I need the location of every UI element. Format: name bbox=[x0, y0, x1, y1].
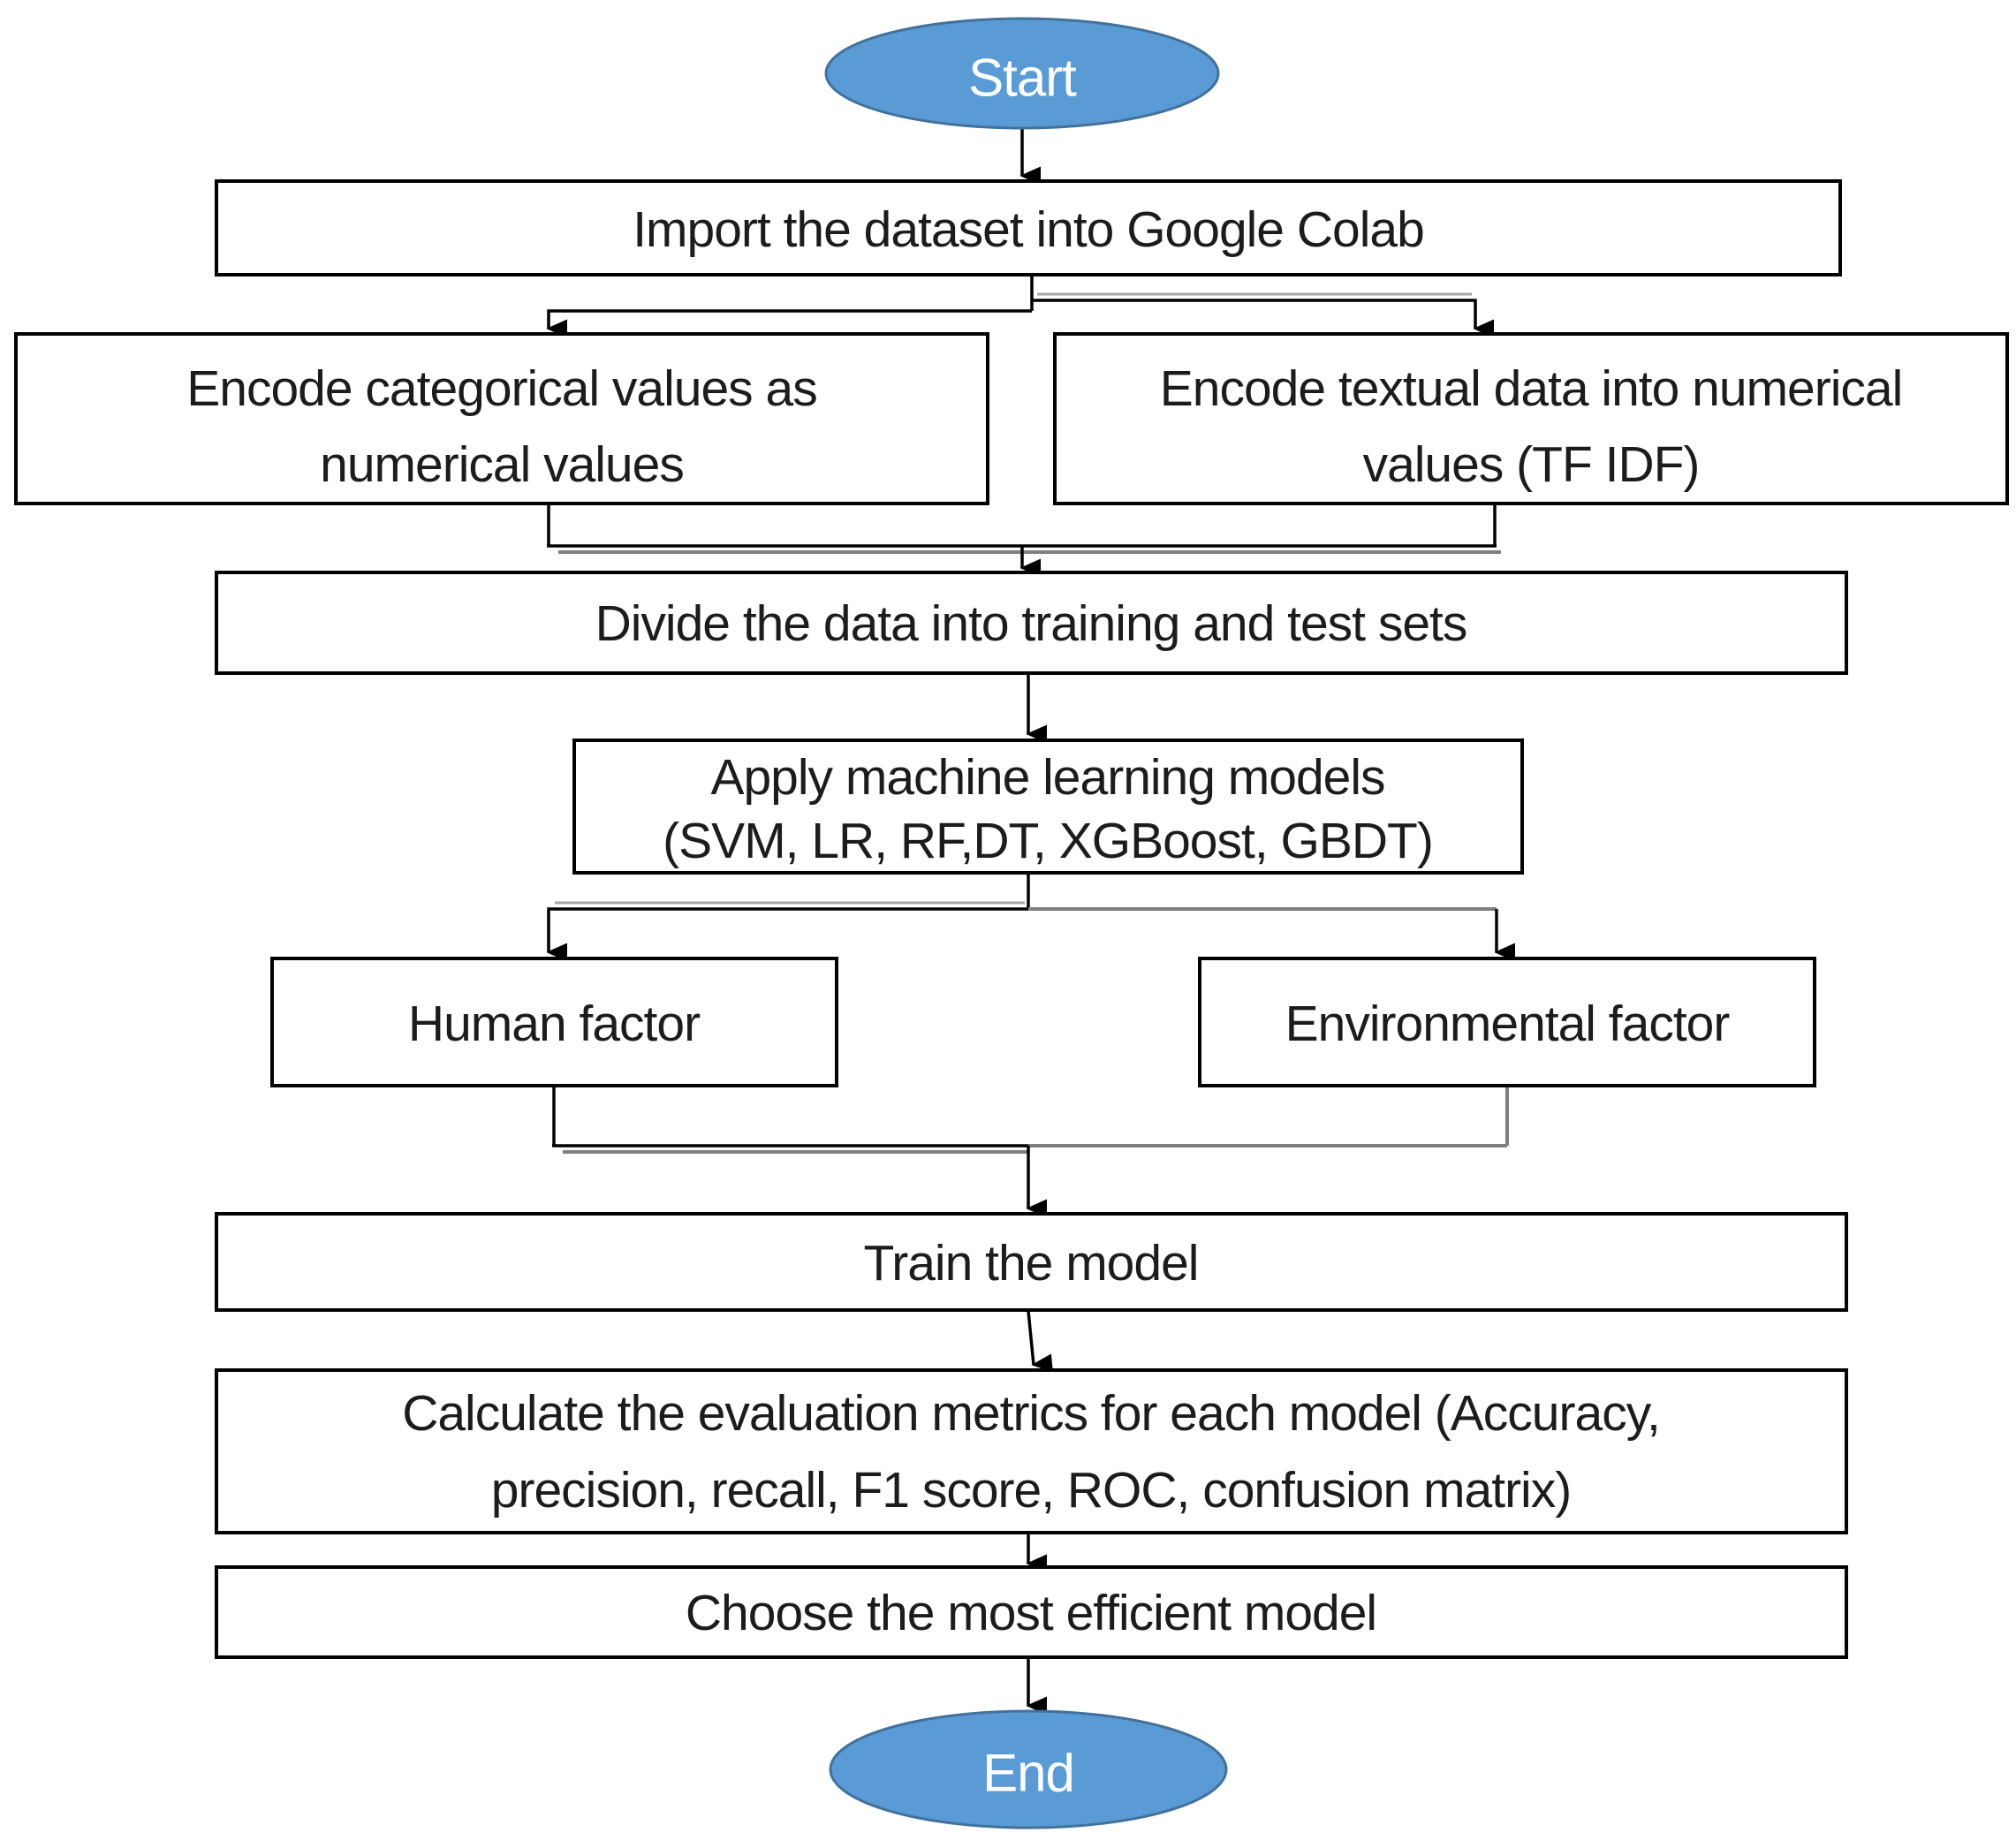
import-label: Import the dataset into Google Colab bbox=[633, 201, 1424, 258]
train-label: Train the model bbox=[864, 1235, 1199, 1291]
node-end: End bbox=[829, 1709, 1228, 1829]
apply-label-line1: Apply machine learning models bbox=[710, 749, 1384, 806]
calculate-box-shape bbox=[215, 1368, 1848, 1534]
calculate-label-line1: Calculate the evaluation metrics for eac… bbox=[402, 1385, 1660, 1442]
node-calculate-metrics: Calculate the evaluation metrics for eac… bbox=[215, 1368, 1848, 1534]
encode-textual-label-line1: Encode textual data into numerical bbox=[1160, 360, 1903, 417]
node-choose-model: Choose the most efficient model bbox=[215, 1565, 1848, 1659]
environmental-factor-box-shape bbox=[1198, 957, 1816, 1087]
import-box-shape bbox=[215, 179, 1842, 276]
node-encode-categorical: Encode categorical values as numerical v… bbox=[14, 332, 989, 505]
environmental-factor-label: Environmental factor bbox=[1285, 996, 1731, 1052]
start-label: Start bbox=[968, 49, 1077, 108]
encode-categorical-box-shape bbox=[14, 332, 989, 505]
node-import-dataset: Import the dataset into Google Colab bbox=[215, 179, 1842, 276]
encode-categorical-label-line2: numerical values bbox=[320, 436, 684, 493]
human-factor-box-shape bbox=[270, 957, 838, 1087]
calculate-label-line2: precision, recall, F1 score, ROC, confus… bbox=[491, 1462, 1571, 1519]
divide-label: Divide the data into training and test s… bbox=[595, 595, 1467, 652]
choose-label: Choose the most efficient model bbox=[686, 1585, 1376, 1641]
arrow-train-calculate bbox=[1027, 1310, 1053, 1373]
node-divide-data: Divide the data into training and test s… bbox=[215, 571, 1848, 675]
node-human-factor: Human factor bbox=[270, 957, 838, 1087]
apply-box-shape bbox=[572, 739, 1524, 875]
node-environmental-factor: Environmental factor bbox=[1198, 957, 1816, 1087]
human-factor-label: Human factor bbox=[408, 996, 701, 1052]
divide-box-shape bbox=[215, 571, 1848, 675]
connector-factor-merge bbox=[552, 1087, 1509, 1218]
fork1-left-branch bbox=[546, 309, 1032, 338]
node-train-model: Train the model bbox=[215, 1212, 1848, 1312]
fork2-left-branch bbox=[546, 907, 1028, 962]
end-terminal-shape bbox=[829, 1709, 1228, 1829]
connector-train-calculate bbox=[1027, 1310, 1053, 1373]
connector-encode-merge bbox=[547, 504, 1501, 578]
encode-textual-label-line2: values (TF IDF) bbox=[1363, 436, 1700, 493]
connector-apply-fork bbox=[546, 874, 1515, 962]
apply-label-line2: (SVM, LR, RF,DT, XGBoost, GBDT) bbox=[663, 813, 1433, 869]
fork1-right-branch bbox=[1032, 299, 1494, 338]
train-box-shape bbox=[215, 1212, 1848, 1312]
encode-categorical-label-line1: Encode categorical values as bbox=[186, 360, 816, 417]
choose-box-shape bbox=[215, 1565, 1848, 1659]
node-encode-textual: Encode textual data into numerical value… bbox=[1053, 332, 2009, 505]
encode-textual-box-shape bbox=[1053, 332, 2009, 505]
end-label: End bbox=[982, 1744, 1074, 1803]
node-start: Start bbox=[824, 17, 1220, 130]
node-apply-models: Apply machine learning models (SVM, LR, … bbox=[572, 739, 1524, 875]
connector-import-fork bbox=[546, 275, 1494, 338]
start-terminal-shape bbox=[824, 17, 1220, 130]
